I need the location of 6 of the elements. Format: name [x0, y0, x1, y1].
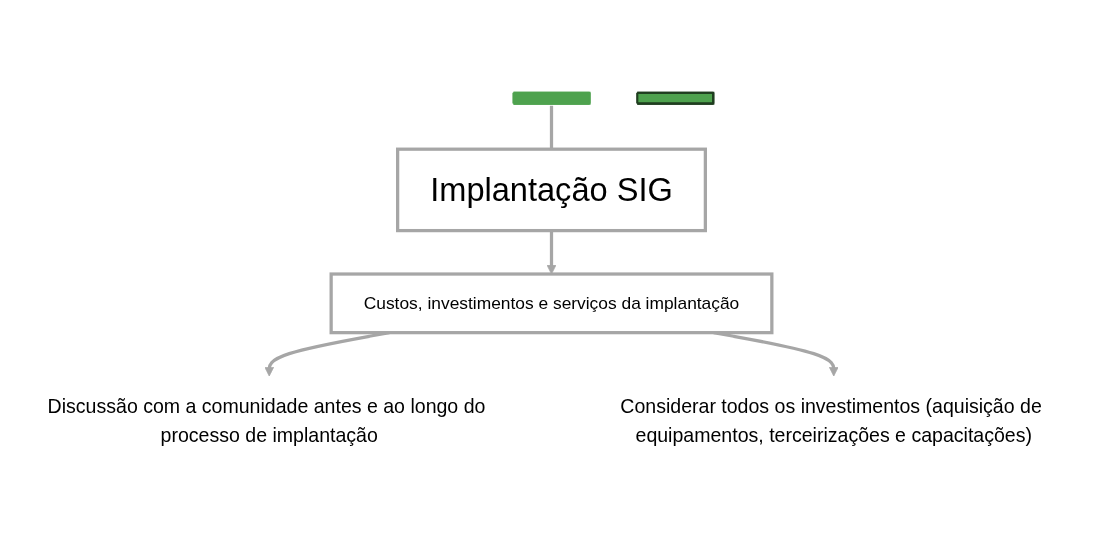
- node-box: Custos, investimentos e serviços da implantação: [329, 272, 774, 335]
- connector: [549, 105, 554, 150]
- arrow: [546, 230, 557, 275]
- node-box: Implantação SIG: [396, 147, 707, 233]
- node-text: Considerar todos os investimentos (aquisição de equipamentos, terceirizações e capacitações): [620, 395, 1042, 447]
- node-text: Discussão com a comunidade antes e ao longo do processo de implantação: [47, 395, 486, 447]
